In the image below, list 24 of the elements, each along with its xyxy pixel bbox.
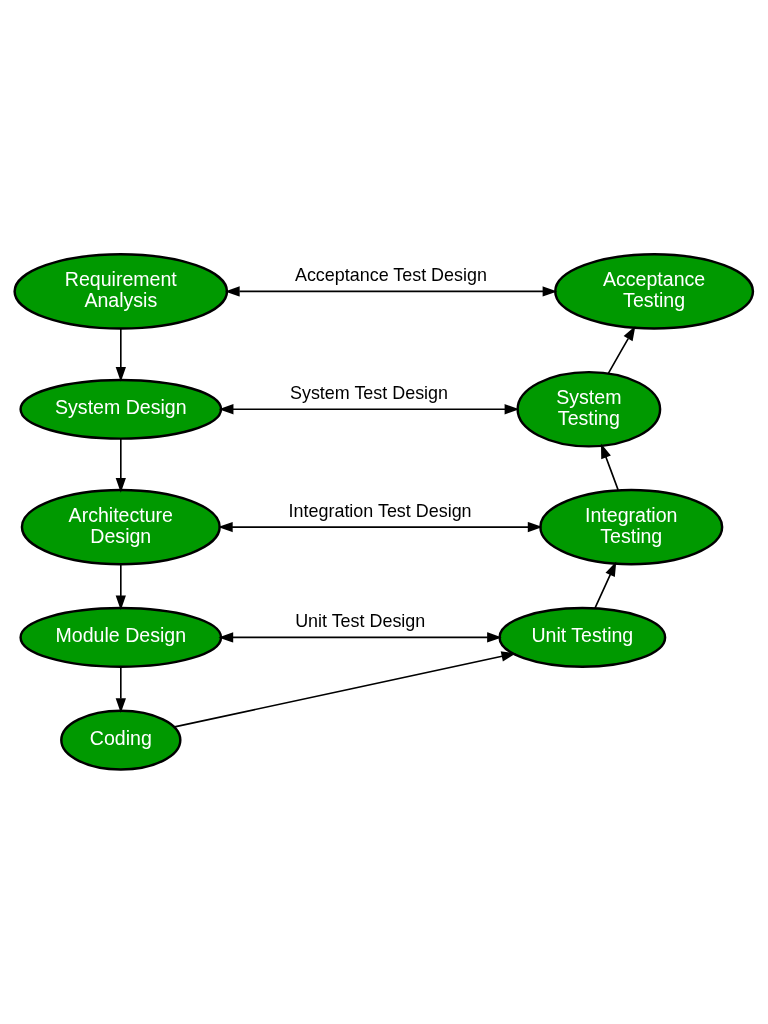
arrow [607,325,636,375]
arrow [594,561,617,609]
arrow [115,666,126,713]
node-ellipse: Integration Testing [539,488,724,566]
edge-label: System Test Design [289,383,449,404]
node-ellipse: System Design [19,378,223,440]
arrow [115,563,126,611]
arrow [218,632,502,643]
edge-label: Acceptance Test Design [294,265,487,286]
arrow [115,437,126,493]
node-ellipse: Architecture Design [20,488,221,566]
arrow [218,404,520,415]
arrow [225,286,558,297]
arrow [600,443,619,491]
arrow [218,521,543,533]
node-ellipse: Module Design [19,606,223,668]
edge-label: Integration Test Design [288,500,472,521]
arrow [115,327,126,382]
node-ellipse: Acceptance Testing [554,253,755,330]
edge-label: Unit Test Design [295,611,426,632]
node-ellipse: System Testing [516,370,662,448]
node-ellipse: Coding [60,709,182,771]
node-ellipse: Requirement Analysis [13,253,229,330]
arrow [173,651,517,728]
